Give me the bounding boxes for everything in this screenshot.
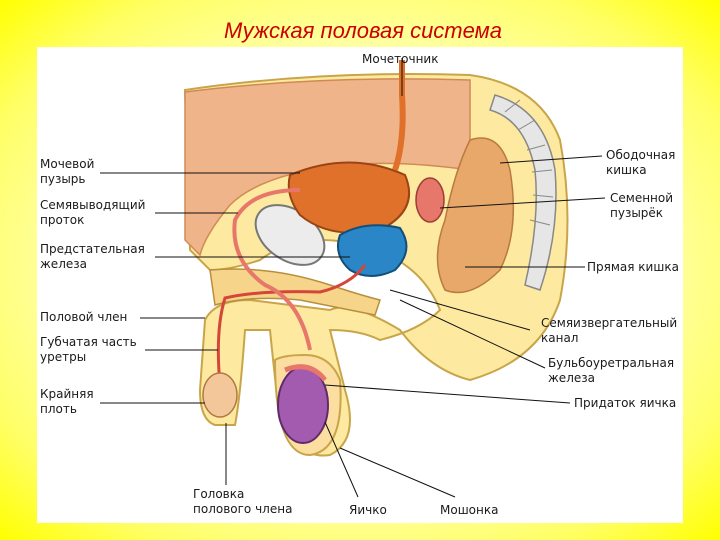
leader-lines	[100, 58, 606, 498]
label-ureter: Мочеточник	[362, 52, 439, 66]
label-glans: Головка полового члена	[193, 487, 293, 516]
label-penis: Половой член	[40, 310, 128, 324]
sacrum	[489, 94, 557, 291]
epididymis	[284, 364, 327, 382]
label-ejaculatory-duct: Семяизвергательный канал	[541, 316, 678, 345]
label-prostate: Предстательная железа	[40, 242, 145, 271]
glans	[202, 372, 238, 418]
label-colon: Ободочная кишка	[606, 148, 676, 177]
label-bulbourethral-gland: Бульбоуретральная железа	[548, 356, 675, 385]
urethra	[216, 264, 367, 386]
label-scrotum: Мошонка	[440, 503, 499, 517]
label-spongy-urethra: Губчатая часть уретры	[40, 335, 137, 364]
label-rectum: Прямая кишка	[587, 260, 679, 274]
label-testis: Яичко	[349, 503, 387, 517]
label-seminal-vesicle: Семенной пузырёк	[610, 191, 674, 220]
seminal-vesicle	[415, 177, 445, 223]
diagram-title: Мужская половая система	[224, 18, 502, 43]
label-vas-deferens: Семявыводящий проток	[40, 198, 146, 227]
vertebrae	[504, 99, 554, 226]
prostate	[337, 224, 408, 277]
label-bladder: Мочевой пузырь	[40, 157, 95, 186]
vas-deferens	[232, 188, 312, 351]
label-epididymis: Придаток яичка	[574, 396, 677, 410]
label-foreskin: Крайняя плоть	[40, 387, 94, 416]
